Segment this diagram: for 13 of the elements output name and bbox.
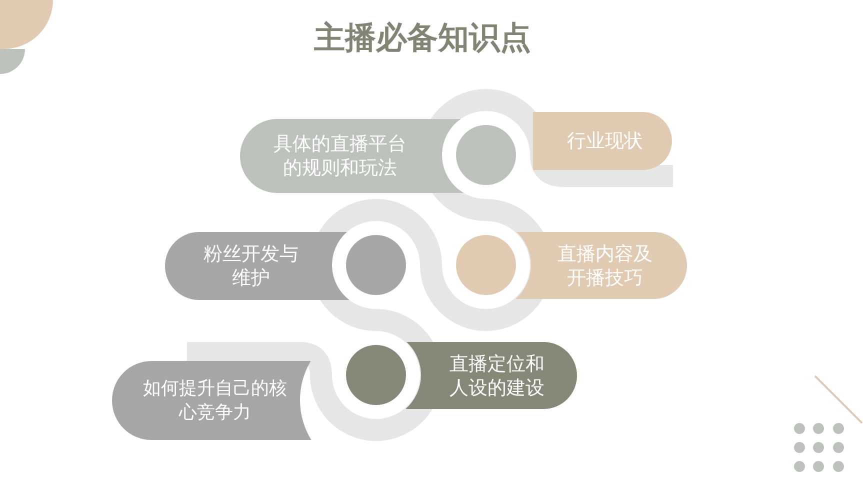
node-label: 直播定位和人设的建设: [448, 352, 546, 400]
pill-shape: [112, 361, 312, 440]
node-label: 直播内容及开播技巧: [556, 242, 654, 290]
node-label: 粉丝开发与维护: [202, 242, 300, 290]
pill-shape: [406, 342, 577, 409]
pill-shape: [516, 232, 687, 299]
node-label: 如何提升自己的核心竞争力: [142, 376, 288, 424]
title: 主播必备知识点: [314, 19, 531, 58]
node-label: 行业现状: [567, 129, 643, 153]
pill-shape: [240, 119, 464, 193]
pill-shape: [165, 232, 350, 300]
pill-shape: [533, 112, 672, 170]
node-label: 具体的直播平台的规则和玩法: [272, 132, 408, 180]
